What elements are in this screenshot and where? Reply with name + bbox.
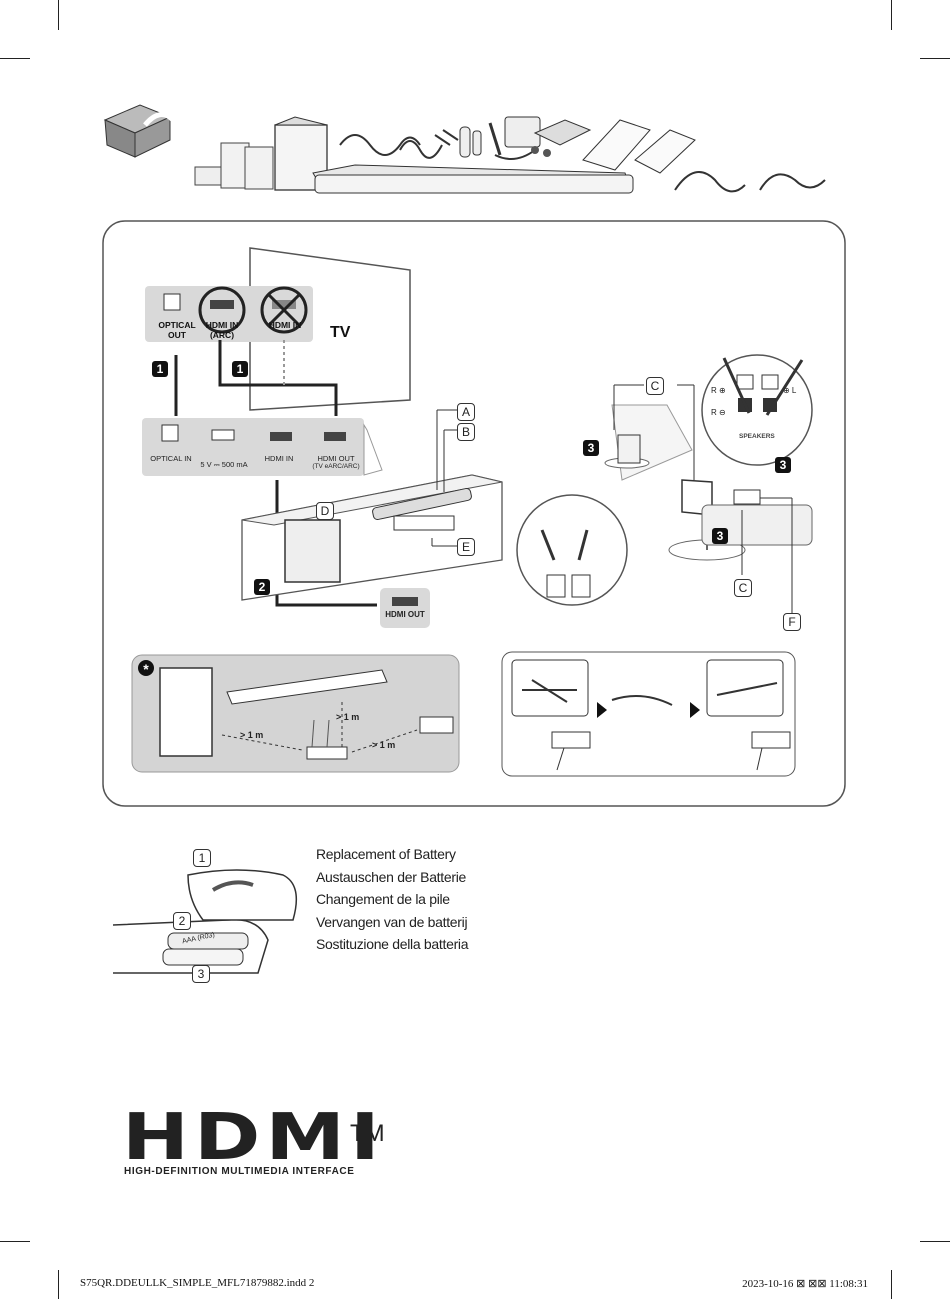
step-badge-3: 3 — [775, 457, 791, 473]
battery-step-3: 3 — [192, 965, 210, 983]
distance-guide-panel — [131, 654, 460, 773]
tv-port-hdmi-in: HDMI IN — [268, 320, 302, 330]
soundbar-port-panel — [142, 418, 364, 476]
crop-mark — [891, 1270, 892, 1299]
cable-icon — [339, 129, 459, 159]
box-icon — [103, 104, 175, 158]
crop-mark — [920, 1241, 950, 1242]
step-badge-2: 2 — [254, 579, 270, 595]
hdmi-logo: HDMI — [122, 1101, 385, 1175]
battery-step-1: 1 — [193, 849, 211, 867]
crop-mark — [920, 58, 950, 59]
terminal-r-minus: R ⊖ — [711, 408, 726, 417]
hdmi-cable-icon — [674, 171, 826, 193]
terminal-zoom-circle — [516, 494, 628, 606]
sb-port-optical-in: OPTICAL IN — [150, 454, 192, 463]
crop-mark — [891, 0, 892, 30]
tv-port-hdmi-arc: HDMI IN (ARC) — [205, 320, 239, 340]
battery-title-it: Sostituzione della batteria — [316, 936, 469, 952]
soundbar-icon — [372, 487, 472, 521]
rear-speaker-icon — [194, 142, 274, 190]
hdmi-subtitle: HIGH-DEFINITION MULTIMEDIA INTERFACE — [124, 1166, 355, 1177]
step-badge-1: 1 — [152, 361, 168, 377]
hdmi-tm: TM — [350, 1120, 385, 1147]
battery-title-en: Replacement of Battery — [316, 846, 456, 862]
battery-title-nl: Vervangen van de batterij — [316, 913, 468, 930]
sb-port-hdmi-out: HDMI OUT — [317, 454, 355, 463]
crop-mark — [0, 1241, 30, 1242]
package-contents-illustration — [103, 104, 826, 194]
sb-port-hdmi-in: HDMI IN — [264, 454, 294, 463]
callout-a: A — [457, 403, 475, 421]
battery-replacement-illustration — [112, 869, 298, 974]
battery-title-fr: Changement de la pile — [316, 891, 450, 907]
callout-b: B — [457, 423, 475, 441]
distance-label: > 1 m — [336, 712, 360, 722]
footer-timestamp: 2023-10-16 ⊠ ⊠⊠ 11:08:31 — [742, 1278, 868, 1290]
callout-f: F — [783, 613, 801, 631]
speakers-label: SPEAKERS — [739, 433, 775, 440]
footer-file-name: S75QR.DDEULLK_SIMPLE_MFL71879882.indd 2 — [80, 1277, 315, 1289]
distance-label: > 1 m — [372, 740, 396, 750]
crop-mark — [58, 0, 59, 30]
battery-step-2: 2 — [173, 912, 191, 930]
crop-mark — [58, 1270, 59, 1299]
remote-icon — [459, 122, 502, 158]
callout-c: C — [734, 579, 752, 597]
wall-bracket-icon — [531, 119, 592, 157]
wireless-receiver-icon — [733, 489, 761, 505]
source-hdmi-out-label: HDMI OUT — [385, 610, 425, 619]
terminal-r-plus: R ⊕ — [711, 386, 726, 395]
step-badge-1: 1 — [232, 361, 248, 377]
callout-c: C — [646, 377, 664, 395]
callout-d: D — [316, 502, 334, 520]
soundbar-icon — [312, 164, 634, 194]
battery-instructions-list: Replacement of Battery Austauschen der B… — [316, 843, 469, 956]
subwoofer-icon — [284, 519, 341, 583]
wireless-receiver-icon — [393, 515, 455, 531]
rear-speaker-icon — [617, 434, 641, 464]
side-table-icon — [701, 504, 813, 546]
distance-label: > 1 m — [240, 730, 264, 740]
battery-title-de: Austauschen der Batterie — [316, 868, 467, 885]
step-badge-3: 3 — [583, 440, 599, 456]
crop-mark — [0, 58, 30, 59]
tv-label: TV — [330, 324, 351, 341]
manual-icon — [582, 119, 696, 174]
source-device-panel — [380, 588, 430, 628]
sb-port-usb: 5 V ⎓ 500 mA — [200, 460, 248, 469]
tv-port-optical-out: OPTICAL OUT — [158, 320, 196, 340]
step-badge-3: 3 — [712, 528, 728, 544]
callout-e: E — [457, 538, 475, 556]
sb-port-earc: (TV eARC/ARC) — [312, 463, 360, 470]
connection-diagram — [102, 220, 846, 807]
note-asterisk-icon: * — [138, 660, 154, 677]
terminal-l-plus: ⊕ L — [783, 386, 797, 395]
